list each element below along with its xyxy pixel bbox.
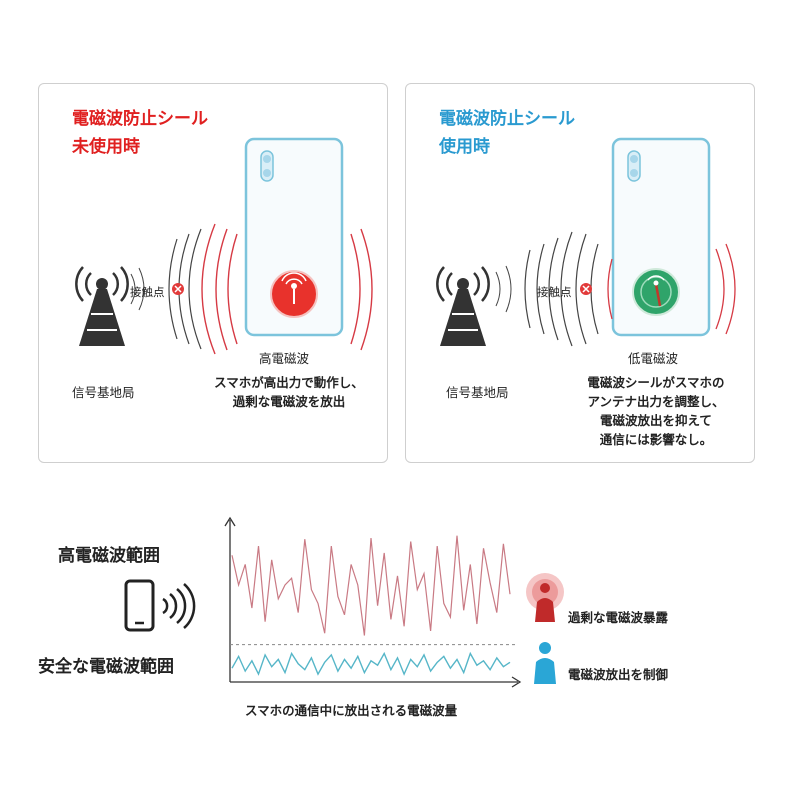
high-wave-arcs [201,223,373,355]
panel-title: 電磁波防止シール [439,109,575,129]
safe-range-label: 安全な電磁波範囲 [38,657,174,677]
controlled-person-icon [534,642,556,684]
right-illustration [436,137,736,347]
series-line-1 [231,651,511,676]
high-range-label: 高電磁波範囲 [58,546,160,566]
over-exposure-person-icon [526,573,564,622]
panel-without-sticker: 電磁波防止シール 未使用時 接触点 信号基地局 高電磁波 スマホが高出力で動作し… [38,83,388,463]
contact-point-label: 接触点 [130,285,165,299]
low-wave-arcs [607,243,736,335]
phone-outline-icon [244,137,344,337]
panel-with-sticker: 電磁波防止シール 使用時 接触点 信号基地局 低電磁波 電磁波シールがスマホの … [405,83,755,463]
phone-signal-icon [124,579,196,632]
camera-lens-icon [263,155,271,163]
series-layer [231,535,511,676]
station-label: 信号基地局 [72,385,135,400]
description: スマホが高出力で動作し、 過剰な電磁波を放出 [214,375,364,409]
y-axis-arrow-icon [224,516,236,527]
camera-lens-icon [630,155,638,163]
tower-wave-arcs [495,265,512,313]
wave-level-label: 低電磁波 [628,351,679,366]
panel-subtitle: 未使用時 [72,137,140,157]
description: 電磁波シールがスマホの アンテナ出力を調整し、 電磁波放出を抑えて 通信には影響… [587,375,725,447]
x-axis-arrow-icon [511,676,522,688]
signal-tower-icon [436,266,490,346]
contact-point-label: 接触点 [537,285,572,299]
signal-tower-icon [75,266,129,346]
sticker-icon [632,268,680,316]
left-illustration [75,137,373,355]
legend-emission-control: 電磁波放出を制御 [568,667,669,682]
emission-chart [224,516,522,688]
wave-level-label: 高電磁波 [259,351,310,366]
series-line-0 [231,535,511,636]
tower-wave-arcs [130,267,145,311]
panel-title: 電磁波防止シール [72,109,208,129]
station-label: 信号基地局 [446,385,509,400]
panel-subtitle: 使用時 [439,137,490,157]
camera-lens-icon [630,169,638,177]
x-axis-label: スマホの通信中に放出される電磁波量 [245,703,458,718]
legend-over-exposure: 過剰な電磁波暴露 [568,610,669,625]
camera-lens-icon [263,169,271,177]
